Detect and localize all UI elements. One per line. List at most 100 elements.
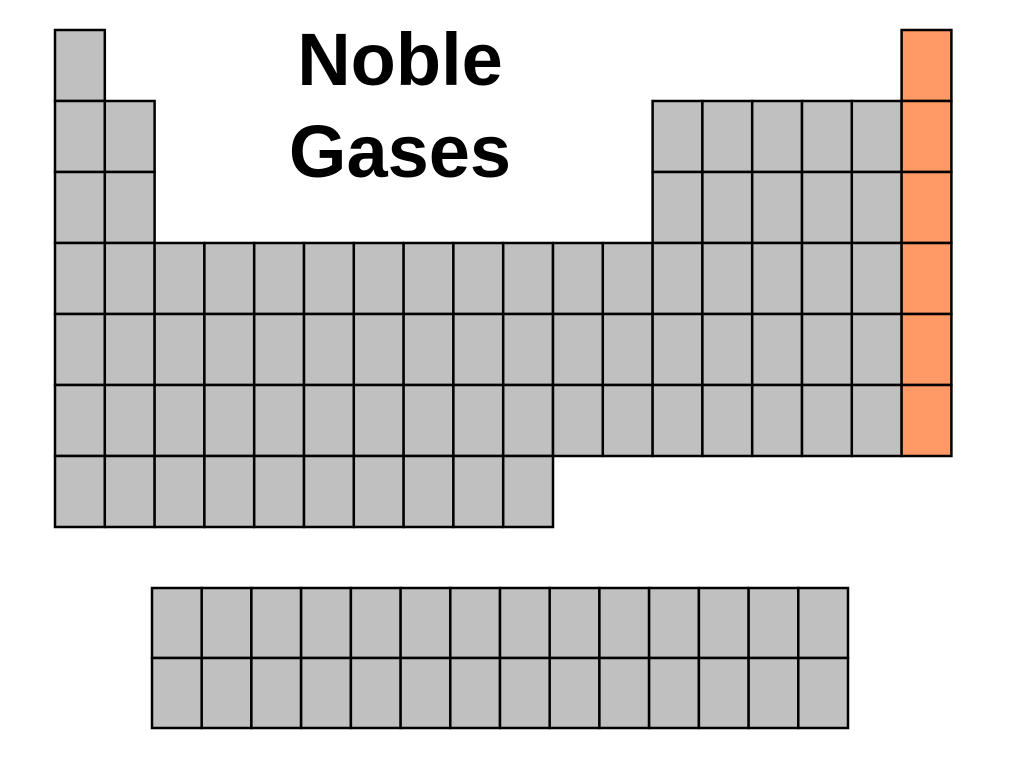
f-block-cell — [150, 656, 203, 730]
element-cell — [53, 99, 107, 174]
element-cell — [103, 383, 156, 458]
element-cell — [800, 170, 854, 245]
element-cell — [53, 241, 107, 316]
f-block-cell — [200, 586, 253, 660]
f-block-cell — [498, 656, 551, 730]
page-title: Noble Gases — [250, 14, 550, 198]
f-block-cell — [299, 586, 353, 660]
element-cell — [203, 454, 256, 529]
element-cell — [701, 241, 754, 316]
element-cell — [352, 241, 405, 316]
f-block-cell — [797, 656, 850, 730]
element-cell — [800, 99, 854, 174]
element-cell — [850, 99, 903, 174]
element-cell — [850, 241, 903, 316]
element-cell — [103, 454, 156, 529]
noble-gas-cell — [900, 312, 953, 387]
element-cell — [302, 241, 356, 316]
noble-gas-cell — [900, 28, 953, 103]
element-cell — [402, 454, 455, 529]
element-cell — [551, 241, 605, 316]
element-cell — [402, 241, 455, 316]
element-cell — [302, 383, 356, 458]
f-block-cell — [548, 586, 601, 660]
title-line-1: Noble — [297, 18, 503, 101]
f-block-cell — [449, 656, 502, 730]
element-cell — [153, 312, 206, 387]
f-block-cell — [598, 656, 651, 730]
f-block-cell — [797, 586, 850, 660]
element-cell — [352, 312, 405, 387]
element-cell — [203, 383, 256, 458]
element-cell — [701, 99, 754, 174]
element-cell — [750, 241, 804, 316]
f-block-cell — [250, 656, 303, 730]
main-table-block — [53, 28, 953, 529]
element-cell — [153, 383, 206, 458]
element-cell — [800, 241, 854, 316]
f-block-cell — [647, 656, 701, 730]
element-cell — [153, 454, 206, 529]
f-block-cell — [747, 656, 800, 730]
element-cell — [651, 99, 704, 174]
element-cell — [750, 383, 804, 458]
element-cell — [53, 170, 107, 245]
element-cell — [103, 312, 156, 387]
element-cell — [850, 312, 903, 387]
element-cell — [252, 241, 306, 316]
element-cell — [302, 312, 356, 387]
title-line-2: Gases — [288, 110, 512, 193]
noble-gas-cell — [900, 383, 953, 458]
element-cell — [103, 170, 156, 245]
element-cell — [53, 312, 107, 387]
element-cell — [501, 241, 555, 316]
f-block-cell — [498, 586, 551, 660]
element-cell — [701, 170, 754, 245]
element-cell — [750, 99, 804, 174]
element-cell — [452, 454, 505, 529]
element-cell — [651, 312, 704, 387]
element-cell — [103, 99, 156, 174]
element-cell — [252, 454, 306, 529]
f-block-cell — [647, 586, 701, 660]
element-cell — [750, 312, 804, 387]
element-cell — [452, 383, 505, 458]
element-cell — [601, 312, 654, 387]
f-block-cell — [349, 656, 402, 730]
noble-gas-cell — [900, 241, 953, 316]
noble-gas-cell — [900, 99, 953, 174]
element-cell — [352, 454, 405, 529]
element-cell — [501, 454, 555, 529]
element-cell — [53, 454, 107, 529]
element-cell — [601, 383, 654, 458]
f-block-cell — [449, 586, 502, 660]
element-cell — [501, 383, 555, 458]
element-cell — [302, 454, 356, 529]
element-cell — [103, 241, 156, 316]
f-block-cell — [399, 586, 452, 660]
f-block-cell — [150, 586, 203, 660]
element-cell — [252, 383, 306, 458]
f-block-cell — [399, 656, 452, 730]
element-cell — [750, 170, 804, 245]
noble-gas-cell — [900, 170, 953, 245]
element-cell — [651, 241, 704, 316]
element-cell — [551, 312, 605, 387]
f-block-cell — [697, 586, 750, 660]
f-block-table — [150, 586, 850, 730]
f-block-cell — [299, 656, 353, 730]
element-cell — [402, 383, 455, 458]
element-cell — [153, 241, 206, 316]
element-cell — [701, 312, 754, 387]
f-block-cell — [697, 656, 750, 730]
element-cell — [252, 312, 306, 387]
element-cell — [53, 383, 107, 458]
element-cell — [452, 241, 505, 316]
f-block-cell — [349, 586, 402, 660]
f-block-cell — [200, 656, 253, 730]
element-cell — [850, 383, 903, 458]
element-cell — [352, 383, 405, 458]
f-block-cell — [250, 586, 303, 660]
element-cell — [452, 312, 505, 387]
